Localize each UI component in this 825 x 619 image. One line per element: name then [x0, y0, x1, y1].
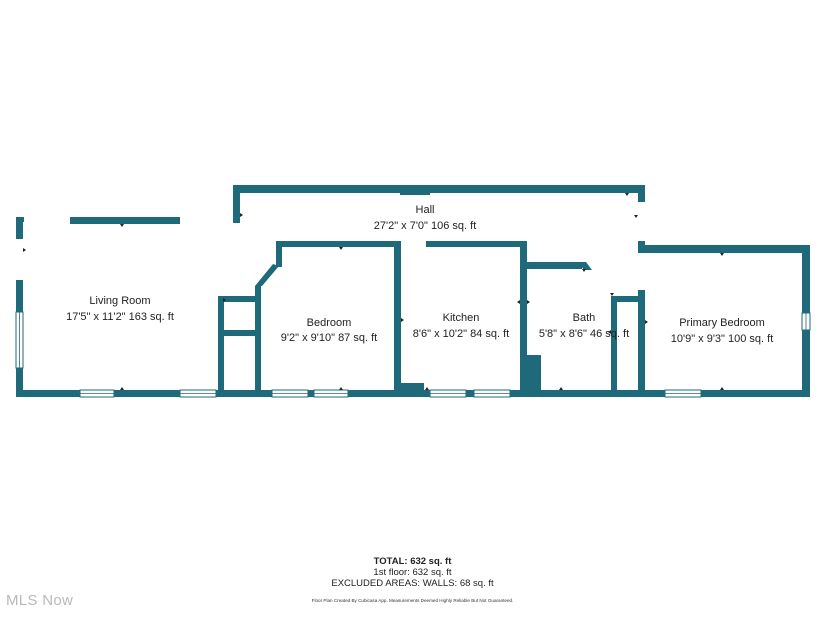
wall: [426, 241, 527, 247]
wall: [611, 296, 617, 396]
wall: [16, 217, 23, 239]
wall: [218, 296, 258, 302]
room-dims-living-room: 17'5" x 11'2" 163 sq. ft: [66, 311, 174, 323]
wall: [638, 245, 810, 253]
wall: [520, 262, 582, 269]
wall: [218, 330, 258, 336]
room-name-hall: Hall: [416, 204, 435, 216]
wall: [400, 185, 430, 195]
wall: [524, 355, 541, 396]
wall: [802, 245, 810, 313]
floor-area: 1st floor: 632 sq. ft: [373, 567, 452, 578]
wall: [218, 296, 224, 330]
room-name-bedroom: Bedroom: [307, 317, 352, 329]
wall: [255, 286, 261, 396]
wall: [638, 185, 645, 202]
wall: [70, 217, 180, 224]
room-name-bath: Bath: [573, 312, 596, 324]
wall: [233, 185, 240, 223]
wall: [394, 383, 424, 396]
room-name-living-room: Living Room: [89, 295, 150, 307]
watermark-logo: MLS Now: [6, 592, 74, 609]
room-dims-kitchen: 8'6" x 10'2" 84 sq. ft: [413, 328, 509, 340]
wall: [520, 241, 527, 396]
walls: [16, 185, 810, 397]
room-dims-bath: 5'8" x 8'6" 46 sq. ft: [539, 328, 629, 340]
wall: [218, 330, 224, 396]
plan-credit: Floor Plan Created By Cubicasa App. Meas…: [311, 598, 514, 603]
wall: [802, 330, 810, 397]
door-markers: [23, 193, 724, 390]
wall: [276, 241, 401, 247]
room-dims-hall: 27'2" x 7'0" 106 sq. ft: [374, 220, 477, 232]
wall: [276, 241, 282, 267]
room-labels: Hall 27'2" x 7'0" 106 sq. ft Living Room…: [66, 204, 773, 345]
window-lines: [19, 312, 807, 394]
area-summary: TOTAL: 632 sq. ft 1st floor: 632 sq. ft …: [0, 556, 825, 589]
wall: [394, 241, 401, 396]
room-dims-primary-bedroom: 10'9" x 9'3" 100 sq. ft: [671, 333, 774, 345]
total-area: TOTAL: 632 sq. ft: [373, 556, 452, 567]
wall: [578, 262, 592, 270]
wall: [233, 185, 645, 193]
room-dims-bedroom: 9'2" x 9'10" 87 sq. ft: [281, 332, 377, 344]
excluded-area: EXCLUDED AREAS: WALLS: 68 sq. ft: [331, 578, 494, 589]
wall: [16, 217, 24, 222]
wall: [638, 290, 645, 397]
room-name-primary-bedroom: Primary Bedroom: [679, 317, 765, 329]
wall: [255, 264, 279, 286]
room-name-kitchen: Kitchen: [443, 312, 480, 324]
wall: [611, 296, 639, 302]
